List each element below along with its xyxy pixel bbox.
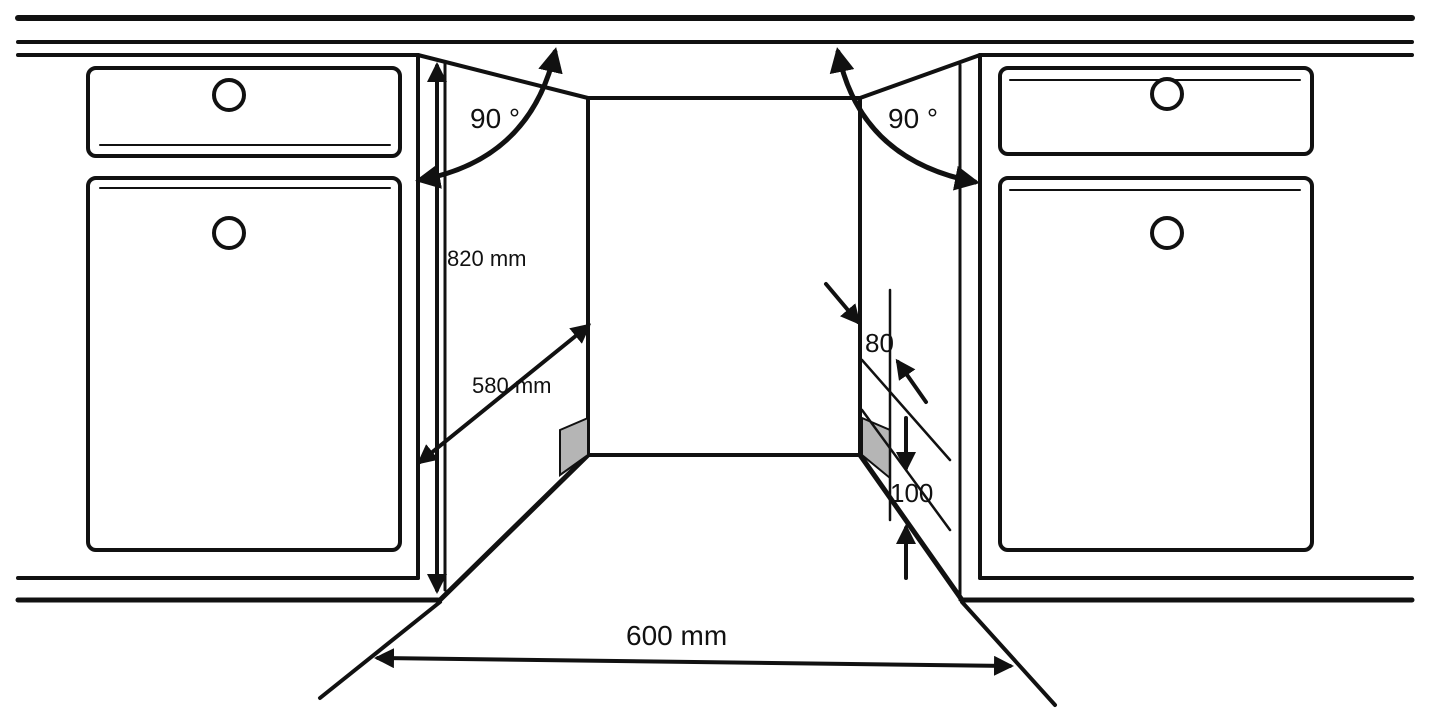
right-door-angle-arrow	[829, 47, 980, 191]
left-angle-label: 90 °	[470, 103, 520, 134]
height-label: 820 mm	[447, 246, 526, 271]
right-drawer	[998, 66, 1314, 156]
right-door	[998, 176, 1314, 552]
worktop	[15, 15, 1415, 57]
right-angle-label: 90 °	[888, 103, 938, 134]
drawer-handle-icon	[1150, 77, 1184, 111]
left-drawer	[86, 66, 402, 158]
floor-plinth	[15, 576, 1415, 603]
left-cabinet	[86, 53, 420, 580]
drawer-handle-icon	[212, 78, 246, 112]
gap-arrow-bottom	[895, 358, 928, 404]
dimensions	[318, 47, 1057, 707]
gap-arrow-top	[824, 282, 861, 326]
depth-arrow	[416, 323, 592, 465]
back-wall	[586, 96, 862, 457]
right-cabinet	[958, 53, 1314, 602]
door-handle-icon	[1150, 216, 1184, 250]
niche	[416, 53, 982, 603]
door-handle-icon	[212, 216, 246, 250]
plinth-label: 100	[890, 478, 933, 508]
left-door	[86, 176, 402, 552]
depth-label: 580 mm	[472, 373, 551, 398]
width-label: 600 mm	[626, 620, 727, 651]
width-arrow	[374, 648, 1014, 676]
side-gap-label: 80	[865, 328, 894, 358]
